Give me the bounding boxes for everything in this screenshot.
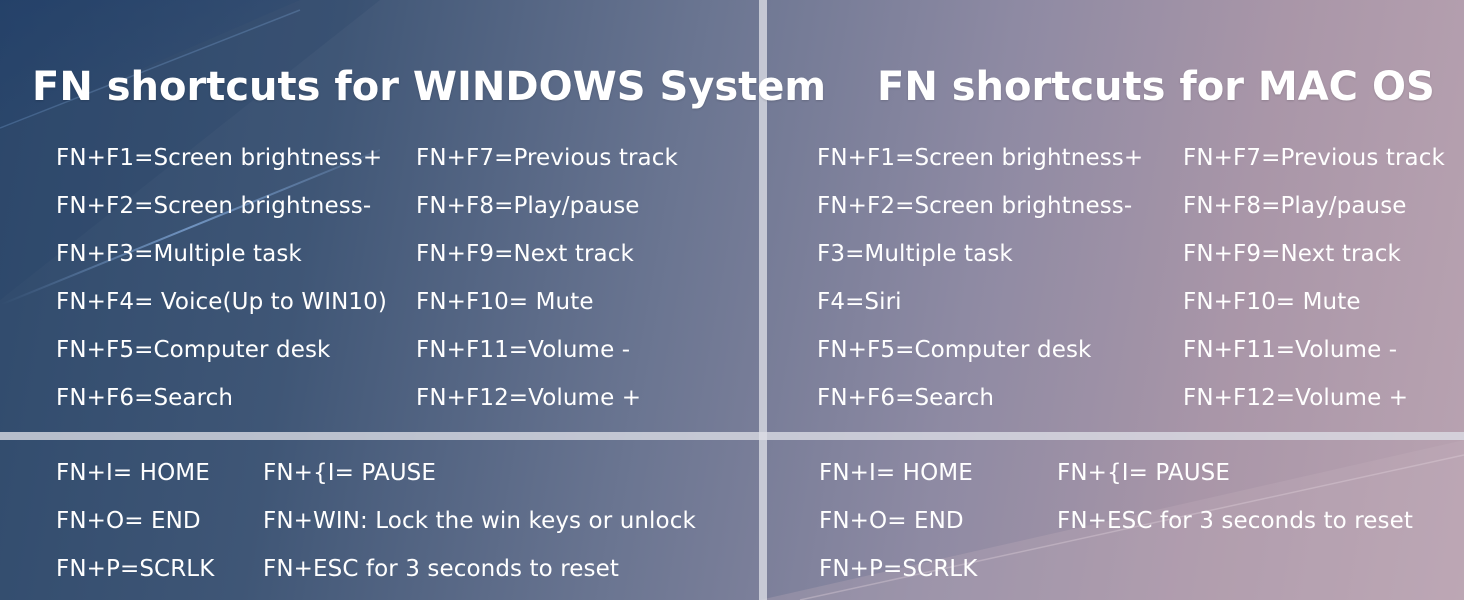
shortcut-text: FN+ESC for 3 seconds to reset xyxy=(1057,508,1413,534)
mac-shortcuts-right-column: FN+F7=Previous track FN+F8=Play/pause FN… xyxy=(1183,134,1445,422)
windows-shortcuts-left-column: FN+F1=Screen brightness+ FN+F2=Screen br… xyxy=(56,134,387,422)
shortcut-text: F3=Multiple task xyxy=(817,241,1013,267)
shortcut-text: FN+F3=Multiple task xyxy=(56,241,302,267)
mac-extra-shortcuts-left: FN+I= HOME FN+O= END FN+P=SCRLK xyxy=(819,449,977,593)
shortcut-text: FN+F5=Computer desk xyxy=(817,337,1092,363)
shortcut-text: FN+ESC for 3 seconds to reset xyxy=(263,556,619,582)
windows-extra-shortcuts-right: FN+{I= PAUSE FN+WIN: Lock the win keys o… xyxy=(263,449,696,593)
shortcut-text: FN+F4= Voice(Up to WIN10) xyxy=(56,289,387,315)
shortcut-text: FN+F11=Volume - xyxy=(416,337,631,363)
windows-shortcuts-right-column: FN+F7=Previous track FN+F8=Play/pause FN… xyxy=(416,134,678,422)
shortcut-text: FN+I= HOME xyxy=(56,460,210,486)
shortcut-text: FN+F5=Computer desk xyxy=(56,337,331,363)
shortcut-text: FN+F12=Volume + xyxy=(416,385,642,411)
shortcut-text: FN+{I= PAUSE xyxy=(1057,460,1231,486)
shortcut-text: F4=Siri xyxy=(817,289,902,315)
mac-section-title: FN shortcuts for MAC OS xyxy=(877,64,1435,110)
shortcut-text: FN+F1=Screen brightness+ xyxy=(817,145,1144,171)
shortcut-text: FN+F7=Previous track xyxy=(1183,145,1445,171)
shortcut-text: FN+F10= Mute xyxy=(1183,289,1361,315)
mac-shortcuts-left-column: FN+F1=Screen brightness+ FN+F2=Screen br… xyxy=(817,134,1143,422)
vertical-divider xyxy=(759,0,767,600)
shortcut-text: FN+P=SCRLK xyxy=(56,556,215,582)
shortcut-text: FN+F2=Screen brightness- xyxy=(817,193,1133,219)
shortcut-text: FN+F8=Play/pause xyxy=(1183,193,1407,219)
shortcut-text: FN+F9=Next track xyxy=(416,241,634,267)
shortcut-text: FN+F1=Screen brightness+ xyxy=(56,145,383,171)
windows-extra-shortcuts-left: FN+I= HOME FN+O= END FN+P=SCRLK xyxy=(56,449,214,593)
shortcut-text: FN+O= END xyxy=(819,508,964,534)
shortcut-text: FN+WIN: Lock the win keys or unlock xyxy=(263,508,696,534)
mac-extra-shortcuts-right: FN+{I= PAUSE FN+ESC for 3 seconds to res… xyxy=(1057,449,1413,545)
horizontal-divider xyxy=(0,432,1464,440)
shortcut-text: FN+F6=Search xyxy=(56,385,234,411)
shortcut-text: FN+I= HOME xyxy=(819,460,973,486)
shortcut-text: FN+F7=Previous track xyxy=(416,145,678,171)
shortcut-text: FN+O= END xyxy=(56,508,201,534)
windows-section-title: FN shortcuts for WINDOWS System xyxy=(32,64,827,110)
shortcut-text: FN+F8=Play/pause xyxy=(416,193,640,219)
shortcut-text: FN+F2=Screen brightness- xyxy=(56,193,372,219)
shortcut-text: FN+F9=Next track xyxy=(1183,241,1401,267)
shortcut-text: FN+P=SCRLK xyxy=(819,556,978,582)
shortcut-text: FN+F12=Volume + xyxy=(1183,385,1409,411)
shortcut-text: FN+F6=Search xyxy=(817,385,995,411)
shortcut-text: FN+F10= Mute xyxy=(416,289,594,315)
shortcut-text: FN+F11=Volume - xyxy=(1183,337,1398,363)
shortcut-text: FN+{I= PAUSE xyxy=(263,460,437,486)
